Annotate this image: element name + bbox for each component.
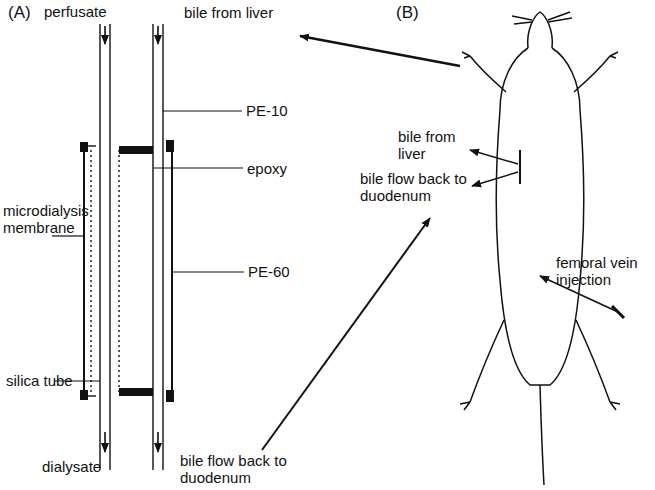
- flow-label: bile from liver: [184, 4, 274, 21]
- rat-drawing: [460, 12, 620, 485]
- flow-label: perfusate: [44, 3, 134, 20]
- leader-lines: [52, 111, 244, 381]
- flow-arrows: [105, 26, 158, 452]
- part-name: silica tube: [6, 372, 96, 389]
- part-name: microdialysis membrane: [3, 202, 103, 236]
- flow-label: dialysate: [42, 458, 132, 475]
- part-name: epoxy: [247, 160, 307, 177]
- panel-letter: (B): [396, 4, 436, 21]
- injection-label: femoral vein injection: [556, 254, 652, 288]
- flow-label: bile from liver: [398, 128, 473, 162]
- epoxy-seal: [80, 140, 174, 402]
- flow-label: bile flow back to duodenum: [360, 170, 490, 204]
- flow-label: bile flow back to duodenum: [180, 452, 310, 486]
- probe-drawing: [84, 24, 172, 470]
- pointer-arrows: [262, 36, 624, 450]
- part-name: PE-10: [246, 102, 306, 119]
- panel-letter: (A): [8, 4, 48, 21]
- part-name: PE-60: [248, 263, 308, 280]
